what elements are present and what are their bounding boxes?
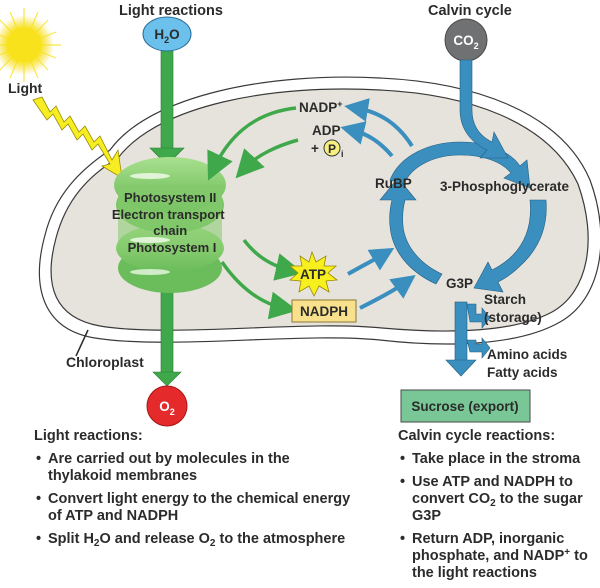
pga-label: 3-Phosphoglycerate bbox=[440, 179, 570, 194]
calvin-cycle-notes: Calvin cycle reactions: Take place in th… bbox=[398, 428, 600, 588]
light-note-item: Are carried out by molecules in the thyl… bbox=[34, 451, 354, 485]
adp-to-thylakoid-arrow bbox=[235, 138, 299, 179]
oxygen-molecule bbox=[146, 385, 188, 427]
oxygen-arrow-head bbox=[152, 371, 182, 387]
calvin-note-item: Use ATP and NADPH to convert CO2 to the … bbox=[398, 474, 600, 525]
thylakoid-to-atp-arrow bbox=[242, 238, 304, 281]
nadph-label: NADPH bbox=[300, 304, 348, 319]
thylakoid-to-nadph-arrow bbox=[220, 261, 298, 320]
chloroplast-label: Chloroplast bbox=[66, 354, 144, 370]
co2-to-calvin-arrow bbox=[459, 59, 509, 159]
starch-label: Starch (storage) bbox=[484, 292, 542, 325]
water-to-thylakoid-arrow-shaft bbox=[160, 49, 174, 156]
sucrose-box bbox=[400, 389, 531, 423]
g3p-label: G3P bbox=[446, 276, 473, 291]
amino-fatty-label: Amino acids Fatty acids bbox=[487, 347, 571, 380]
water-label: H2O bbox=[154, 27, 179, 45]
calvin-to-nadp-arrow bbox=[344, 98, 414, 148]
pi-prefix: + bbox=[311, 141, 319, 156]
thylakoid-stack bbox=[114, 157, 226, 293]
g3p-output-arrows bbox=[445, 301, 491, 377]
atp-starburst bbox=[288, 250, 339, 297]
atp-label: ATP bbox=[300, 267, 326, 282]
water-arrow-head bbox=[149, 147, 185, 166]
sucrose-label: Sucrose (export) bbox=[411, 399, 518, 414]
chloroplast-pointer-line bbox=[75, 329, 89, 357]
thylakoid-labels: Photosystem II Electron transport chain … bbox=[112, 190, 228, 255]
calvin-to-adp-arrow bbox=[340, 121, 394, 158]
adp-label: ADP bbox=[312, 123, 341, 138]
light-reactions-notes: Light reactions: Are carried out by mole… bbox=[34, 428, 354, 554]
co2-label: CO2 bbox=[453, 33, 478, 51]
calvin-cycle-header: Calvin cycle bbox=[428, 3, 512, 19]
phosphate-icon bbox=[323, 139, 341, 157]
light-label: Light bbox=[8, 80, 43, 96]
rubp-label: RuBP bbox=[375, 176, 412, 191]
light-reactions-header: Light reactions bbox=[119, 3, 223, 19]
atp-to-calvin-arrow bbox=[347, 247, 395, 276]
light-note-item: Convert light energy to the chemical ene… bbox=[34, 491, 354, 525]
calvin-note-item: Take place in the stroma bbox=[398, 451, 600, 468]
calvin-notes-title: Calvin cycle reactions: bbox=[398, 428, 556, 444]
phosphate-symbol: P bbox=[328, 142, 336, 156]
light-note-item: Split H2O and release O2 to the atmosphe… bbox=[34, 531, 354, 549]
thylakoid-to-oxygen-arrow-shaft bbox=[160, 289, 174, 381]
light-notes-title: Light reactions: bbox=[34, 428, 143, 444]
nadph-box bbox=[291, 299, 357, 323]
nadph-to-calvin-arrow bbox=[359, 274, 416, 310]
phosphate-subscript: i bbox=[341, 149, 344, 159]
nadp-plus-label: NADP+ bbox=[299, 99, 343, 115]
sun-icon bbox=[0, 8, 61, 82]
oxygen-label: O2 bbox=[159, 399, 175, 417]
light-bolt-icon bbox=[32, 96, 123, 179]
nadp-to-thylakoid-arrow bbox=[207, 106, 297, 181]
water-molecule bbox=[142, 16, 192, 52]
calvin-note-item: Return ADP, inorganic phosphate, and NAD… bbox=[398, 531, 600, 582]
